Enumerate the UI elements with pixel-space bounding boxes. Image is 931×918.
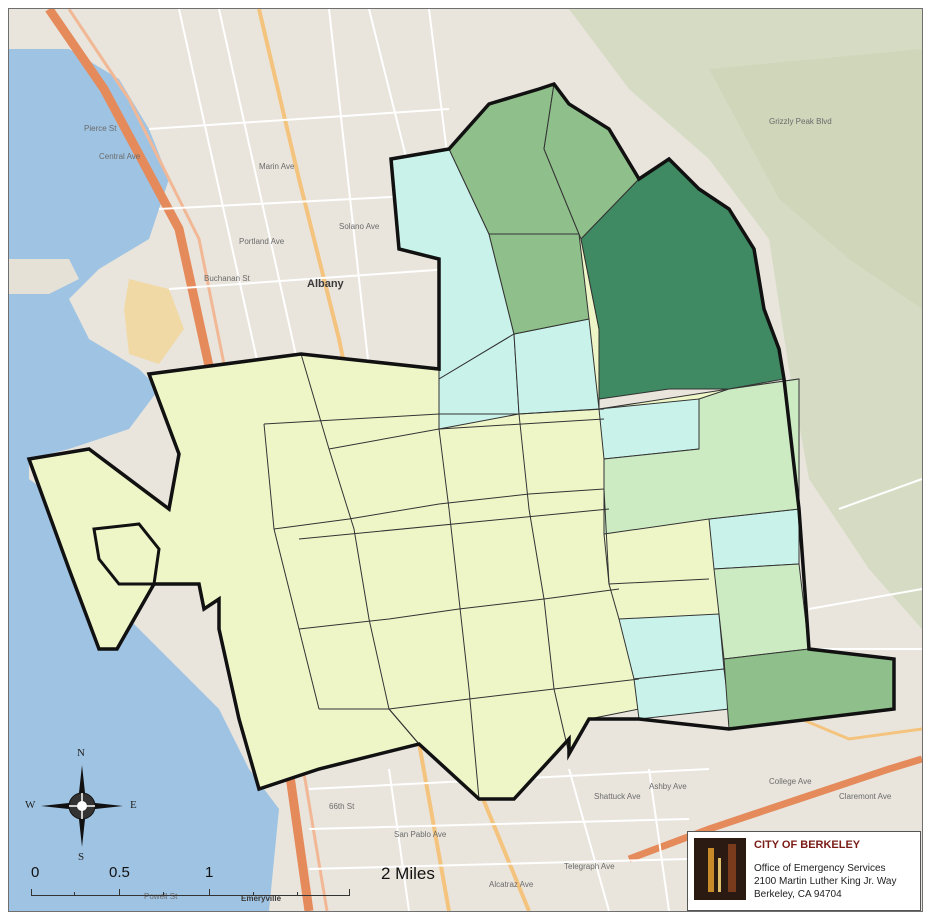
tract-north-cyan-b [513, 318, 600, 415]
compass-north: N [77, 747, 85, 759]
minor-streets [148, 9, 922, 911]
street-label: Solano Ave [339, 222, 380, 231]
city-logo [694, 838, 746, 900]
office-info-box: CITY OF BERKELEY Office of Emergency Ser… [687, 831, 921, 911]
scale-label-1: 1 [205, 864, 214, 881]
scale-label-half: 0.5 [109, 864, 130, 881]
map-frame[interactable]: Central Ave Solano Ave Marin Ave Portlan… [8, 8, 923, 912]
marina-outline [92, 522, 161, 586]
tract-southeast-cyan-a [618, 613, 725, 680]
scale-tick [163, 892, 164, 896]
scale-bar: 0 0.5 1 2 Miles [31, 864, 471, 904]
compass-icon [41, 765, 123, 847]
street-label: Claremont Ave [839, 792, 892, 801]
scale-line [31, 895, 349, 896]
scale-label-2-miles: 2 Miles [381, 864, 435, 883]
street-label: Central Ave [99, 152, 141, 161]
street-label: Alcatraz Ave [489, 880, 534, 889]
street-label: Portland Ave [239, 237, 285, 246]
tract-east-cyan-a [598, 398, 700, 460]
telegraph-ave [477, 788, 531, 911]
compass-west: W [25, 799, 36, 811]
office-name: Office of Emergency Services [754, 863, 886, 874]
tract-north-green-c [488, 233, 590, 335]
street-label: Pierce St [84, 124, 117, 133]
street-label: Powell St [144, 892, 178, 901]
bay-water [9, 49, 279, 911]
street-label: Telegraph Ave [564, 862, 615, 871]
street-label: San Pablo Ave [394, 830, 447, 839]
street-label: College Ave [769, 777, 812, 786]
scale-tick [74, 892, 75, 896]
place-label-albany: Albany [307, 278, 345, 290]
scale-label-0: 0 [31, 864, 40, 881]
street-label: 66th St [329, 802, 355, 811]
peninsula [9, 259, 79, 294]
tract-east-lightgreen-a [603, 378, 800, 535]
office-address-street: 2100 Martin Luther King Jr. Way [754, 876, 897, 887]
street-label: Shattuck Ave [594, 792, 641, 801]
scale-tick [119, 889, 120, 896]
street-label: Buchanan St [204, 274, 251, 283]
map-canvas: Central Ave Solano Ave Marin Ave Portlan… [9, 9, 922, 911]
street-label: Marin Ave [259, 162, 295, 171]
office-address-city: Berkeley, CA 94704 [754, 889, 842, 900]
shoreline-park [124, 279, 184, 364]
compass-south: S [78, 851, 85, 863]
compass-east: E [130, 799, 137, 811]
hills-ridge [709, 49, 922, 309]
tract-lines [263, 353, 710, 800]
berkeley-boundary [26, 81, 896, 801]
compass-rose: N S W E [25, 747, 137, 863]
scale-tick [209, 889, 210, 896]
scale-tick [297, 892, 298, 896]
office-title: CITY OF BERKELEY [754, 839, 861, 851]
scale-tick [253, 892, 254, 896]
place-label-emeryville: Emeryville [241, 894, 282, 903]
tract-east-lightgreen-b [713, 563, 810, 660]
scale-tick [31, 889, 32, 896]
street-label: Grizzly Peak Blvd [769, 117, 832, 126]
scale-tick [349, 889, 350, 896]
highway-24 [627, 755, 922, 863]
street-label: Ashby Ave [649, 782, 687, 791]
